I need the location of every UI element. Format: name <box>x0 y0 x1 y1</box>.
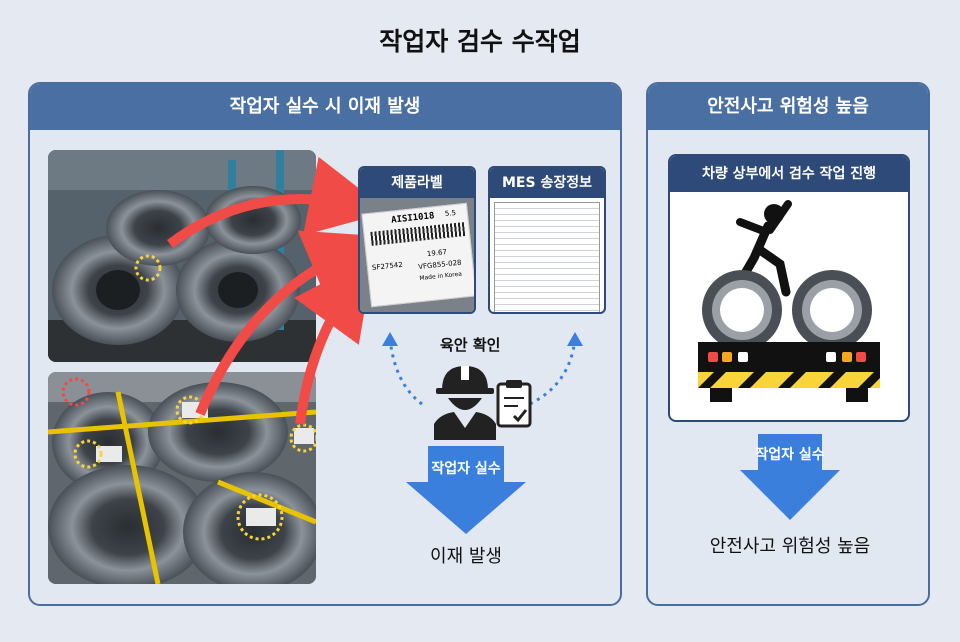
coil-warehouse-photo-top <box>48 150 316 362</box>
result-misplacement: 이재 발생 <box>430 546 502 567</box>
left-panel: 작업자 실수 시 이재 발생 <box>28 82 622 606</box>
product-label-title: 제품라벨 <box>360 168 474 198</box>
product-label-card: 제품라벨 AISI1018 5.5 SF27542 19.67 VFG855-0… <box>358 166 476 314</box>
mes-invoice-table <box>494 202 600 312</box>
label-code2: VFG855-028 <box>417 258 462 272</box>
label-origin: Made in Korea <box>419 270 463 283</box>
blue-down-arrow-left <box>406 446 526 534</box>
label-size: 5.5 <box>444 208 457 219</box>
blue-down-arrow-right <box>740 434 840 520</box>
truck-coil-icon <box>698 200 880 402</box>
label-grade: AISI1018 <box>390 211 435 226</box>
label-barcode <box>370 222 466 246</box>
right-panel-header: 안전사고 위험성 높음 <box>648 84 928 130</box>
clipboard-check-icon <box>496 378 532 428</box>
worker-mistake-label-right: 작업자 실수 <box>755 447 825 463</box>
mes-invoice-title: MES 송장정보 <box>490 168 604 198</box>
falling-person-icon <box>735 200 792 297</box>
mes-invoice-card: MES 송장정보 <box>488 166 606 314</box>
main-title: 작업자 검수 수작업 <box>379 27 581 56</box>
worker-mistake-label-left: 작업자 실수 <box>431 461 501 477</box>
result-safety-risk: 안전사고 위험성 높음 <box>709 536 871 557</box>
vehicle-inspection-card: 차량 상부에서 검수 작업 진행 <box>668 154 910 422</box>
visual-check-label: 육안 확인 <box>440 336 501 354</box>
label-code1: SF27542 <box>371 260 404 272</box>
coil-warehouse-photo-bottom <box>48 372 316 584</box>
product-label-image: AISI1018 5.5 SF27542 19.67 VFG855-028 Ma… <box>360 198 474 312</box>
vehicle-inspection-title: 차량 상부에서 검수 작업 진행 <box>670 156 908 192</box>
right-panel: 안전사고 위험성 높음 차량 상부에서 검수 작업 진행 <box>646 82 930 606</box>
label-weight: 19.67 <box>426 248 448 259</box>
label-highlight-circle <box>134 254 162 282</box>
left-panel-header: 작업자 실수 시 이재 발생 <box>30 84 620 130</box>
worker-helmet-icon <box>430 362 500 440</box>
